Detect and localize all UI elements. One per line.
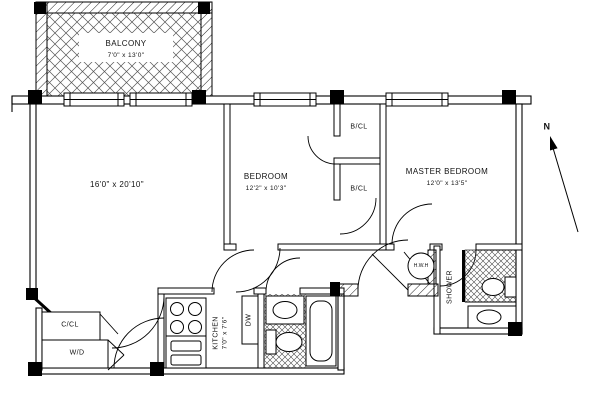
balcony-dims: 7'0" x 13'0" (107, 51, 145, 59)
kitchen-label: KITCHEN (212, 316, 220, 350)
toilet-tank (504, 276, 517, 298)
closet-label-lower: B/CL (350, 185, 368, 193)
north-arrow-icon (550, 136, 579, 233)
window-icon (385, 92, 449, 107)
hall-bathroom (264, 294, 337, 368)
window-icon (129, 92, 193, 107)
bedroom-door-arc (235, 247, 281, 293)
water-heater-label: H.W.H (413, 262, 429, 269)
sink-icon (170, 340, 202, 352)
closet-door-arc (307, 135, 337, 165)
water-heater-fixture (407, 252, 435, 280)
kitchen-dims: 7'0" x 7'6" (221, 316, 229, 350)
shower-label: SHOWER (446, 270, 454, 304)
washer-dryer-door-leaf (107, 339, 125, 356)
master-bedroom-label: MASTER BEDROOM (405, 167, 489, 176)
structural-columns (26, 2, 522, 376)
north-label: N (543, 121, 551, 132)
living-room-dims: 16'0" x 20'10" (90, 180, 144, 189)
washer-dryer-label: W/D (69, 349, 85, 357)
washer-dryer-door-leaf (107, 354, 125, 371)
master-door-arc (391, 203, 433, 245)
closet-door-arc (113, 317, 165, 369)
kitchen-label-block: KITCHEN 7'0" x 7'6" (213, 316, 230, 350)
sink-icon (476, 309, 502, 325)
entry-door-leaf (371, 253, 409, 291)
kitchen-door-arc (211, 249, 255, 293)
window-icon (253, 92, 317, 107)
dishwasher-label: DW (245, 313, 253, 327)
closet-door-arc (339, 197, 377, 235)
balcony-label: BALCONY (105, 39, 147, 48)
toilet-icon (275, 332, 303, 352)
balcony-structure (35, 1, 213, 97)
window-symbols (63, 92, 449, 107)
bedroom-label: BEDROOM (243, 172, 289, 181)
master-bathroom (464, 249, 517, 329)
closet-label-upper: B/CL (350, 123, 368, 131)
sink-icon (272, 301, 298, 319)
coat-closet-label: C/CL (61, 321, 79, 329)
bedroom-dims: 12'2" x 10'3" (245, 184, 287, 192)
master-bedroom-dims: 12'0" x 13'5" (426, 179, 468, 187)
balcony-label-box (79, 33, 173, 62)
closet-door-arc (111, 295, 165, 349)
toilet-tank (265, 329, 277, 355)
toilet-icon (481, 278, 505, 296)
coat-closet-door-leaf (99, 313, 119, 335)
kitchen-fixtures (165, 295, 259, 369)
sink-icon (170, 354, 202, 366)
bathroom-door-arc (265, 257, 301, 293)
dishwasher-box (241, 295, 259, 345)
window-icon (63, 92, 125, 107)
